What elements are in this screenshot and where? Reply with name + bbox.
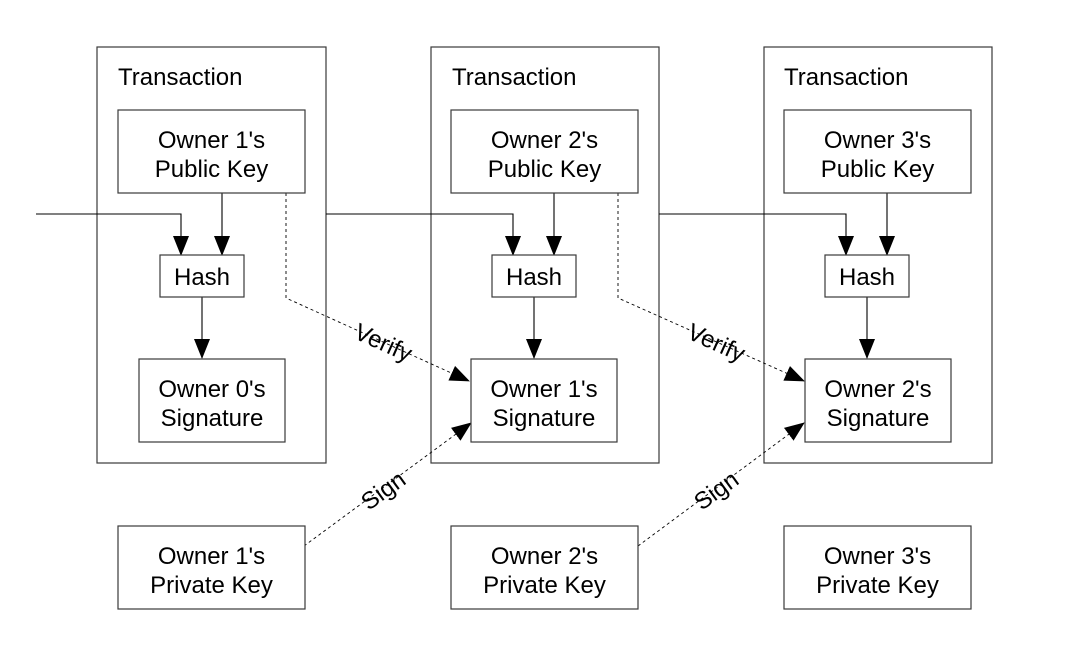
private-key-box-3 bbox=[783, 525, 972, 610]
private-key-owner-3: Owner 3's bbox=[824, 543, 931, 570]
public-key-label-1: Public Key bbox=[155, 156, 268, 183]
hash-box-2 bbox=[491, 254, 577, 298]
hash-label-2: Hash bbox=[506, 264, 562, 291]
signature-label-2: Signature bbox=[493, 405, 596, 432]
private-key-label-1: Private Key bbox=[150, 572, 273, 599]
private-key-owner-2: Owner 2's bbox=[491, 543, 598, 570]
transaction-title-2: Transaction bbox=[452, 64, 577, 91]
private-key-label-2: Private Key bbox=[483, 572, 606, 599]
private-key-box-2 bbox=[450, 525, 639, 610]
verify-line-2 bbox=[617, 193, 805, 382]
public-key-owner-3: Owner 3's bbox=[824, 127, 931, 154]
private-key-owner-1: Owner 1's bbox=[158, 543, 265, 570]
signature-owner-1: Owner 0's bbox=[158, 376, 265, 403]
hash-label-3: Hash bbox=[839, 264, 895, 291]
signature-label-1: Signature bbox=[161, 405, 264, 432]
transaction-box-3 bbox=[763, 46, 993, 464]
public-key-box-2 bbox=[450, 109, 639, 194]
transaction-title-3: Transaction bbox=[784, 64, 909, 91]
chain-line-1-to-2 bbox=[326, 213, 521, 256]
public-key-owner-1: Owner 1's bbox=[158, 127, 265, 154]
verify-label-1: Verify bbox=[350, 319, 416, 368]
signature-owner-2: Owner 1's bbox=[490, 376, 597, 403]
signature-box-3 bbox=[804, 358, 952, 443]
public-key-owner-2: Owner 2's bbox=[491, 127, 598, 154]
transaction-box-1 bbox=[96, 46, 327, 464]
private-key-label-3: Private Key bbox=[816, 572, 939, 599]
hash-box-1 bbox=[159, 254, 245, 298]
verify-line-1 bbox=[285, 193, 470, 382]
public-key-box-3 bbox=[783, 109, 972, 194]
signature-owner-3: Owner 2's bbox=[824, 376, 931, 403]
public-key-label-2: Public Key bbox=[488, 156, 601, 183]
signature-label-3: Signature bbox=[827, 405, 930, 432]
private-key-box-1 bbox=[117, 525, 306, 610]
public-key-label-3: Public Key bbox=[821, 156, 934, 183]
signature-box-1 bbox=[138, 358, 286, 443]
incoming-chain-line bbox=[36, 213, 189, 256]
hash-box-3 bbox=[824, 254, 910, 298]
transaction-box-2 bbox=[430, 46, 660, 464]
public-key-box-1 bbox=[117, 109, 306, 194]
hash-label-1: Hash bbox=[174, 264, 230, 291]
sign-line-1 bbox=[303, 422, 472, 547]
chain-line-2-to-3 bbox=[659, 213, 854, 256]
signature-box-2 bbox=[470, 358, 618, 443]
sign-line-2 bbox=[637, 422, 805, 547]
transaction-title-1: Transaction bbox=[118, 64, 243, 91]
verify-label-2: Verify bbox=[683, 319, 749, 368]
